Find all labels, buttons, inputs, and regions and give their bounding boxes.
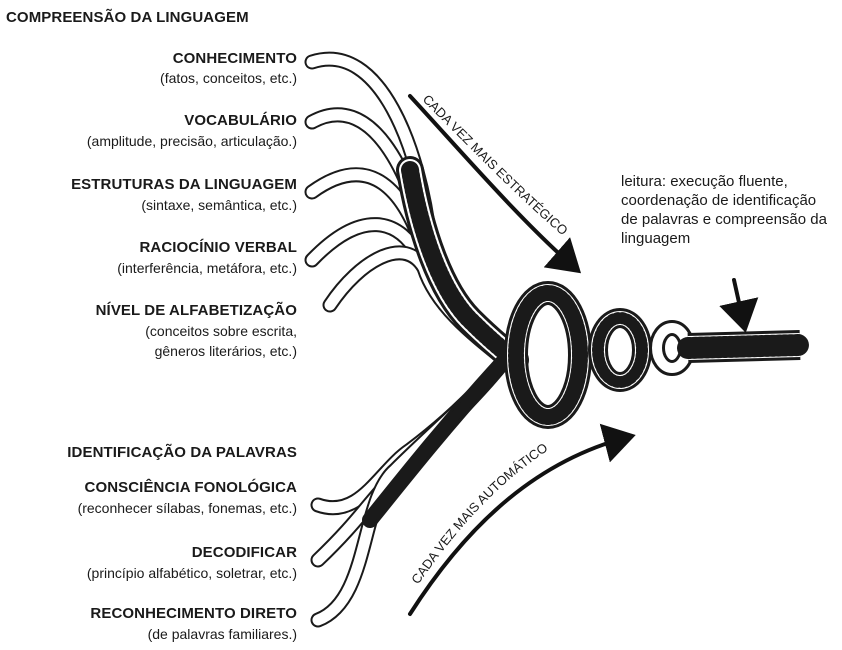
automatic-label-text: CADA VEZ MAIS AUTOMÁTICO (408, 440, 550, 587)
strand-title-knowledge: CONHECIMENTO (173, 50, 297, 67)
strategic-label-text: CADA VEZ MAIS ESTRATÉGICO (420, 91, 571, 238)
strand-detail-literacy-knowledge-line1: (conceitos sobre escrita, (145, 323, 297, 339)
word-recognition-heading: IDENTIFICAÇÃO DA PALAVRAS (67, 444, 297, 461)
outcome-arrow (734, 280, 744, 325)
strand-detail-sight-recognition: (de palavras familiares.) (148, 626, 297, 642)
lower-strands (318, 360, 505, 620)
strand-detail-literacy-knowledge-line2: gêneros literários, etc.) (155, 343, 297, 359)
strand-title-language-structures: ESTRUTURAS DA LINGUAGEM (71, 176, 297, 193)
strand-detail-knowledge: (fatos, conceitos, etc.) (160, 70, 297, 86)
strand-title-sight-recognition: RECONHECIMENTO DIRETO (90, 605, 297, 622)
strand-title-verbal-reasoning: RACIOCÍNIO VERBAL (139, 239, 297, 256)
strand-title-vocabulary: VOCABULÁRIO (184, 112, 297, 129)
strand-title-literacy-knowledge: NÍVEL DE ALFABETIZAÇÃO (96, 302, 297, 319)
strand-title-decoding: DECODIFICAR (192, 544, 297, 561)
automatic-arrow-label: CADA VEZ MAIS AUTOMÁTICO (408, 440, 550, 587)
rope-loops (516, 293, 800, 417)
language-comprehension-heading: COMPREENSÃO DA LINGUAGEM (6, 9, 249, 26)
strand-detail-language-structures: (sintaxe, semântica, etc.) (141, 197, 297, 213)
strand-detail-vocabulary: (amplitude, precisão, articulação.) (87, 133, 297, 149)
skilled-reading-outcome: leitura: execução fluente, coordenação d… (621, 172, 836, 248)
strand-title-phonological-awareness: CONSCIÊNCIA FONOLÓGICA (85, 479, 297, 496)
strand-detail-phonological-awareness: (reconhecer sílabas, fonemas, etc.) (78, 500, 297, 516)
upper-strands (312, 59, 515, 360)
strand-detail-verbal-reasoning: (interferência, metáfora, etc.) (117, 260, 297, 276)
strategic-arrow-label: CADA VEZ MAIS ESTRATÉGICO (420, 91, 571, 238)
strand-detail-decoding: (princípio alfabético, soletrar, etc.) (87, 565, 297, 581)
